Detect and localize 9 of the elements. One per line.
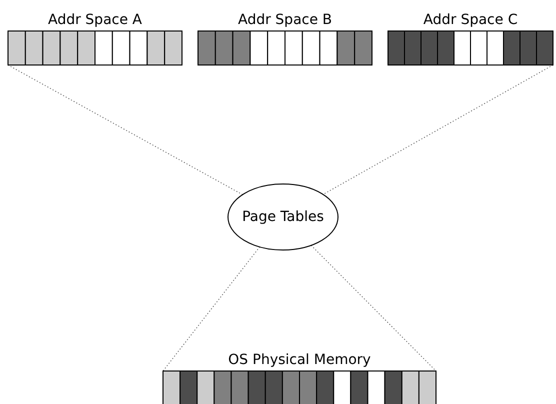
connector-line (8, 64, 243, 196)
bar-heading: OS Physical Memory (227, 351, 372, 369)
bar-heading: Addr Space C (422, 11, 519, 29)
connector-line (162, 246, 260, 372)
bar-heading: Addr Space B (236, 11, 334, 29)
connector-line (322, 64, 554, 195)
connector-line (310, 244, 436, 372)
bar-heading: Addr Space A (46, 11, 143, 29)
node-label: Page Tables (242, 209, 324, 225)
